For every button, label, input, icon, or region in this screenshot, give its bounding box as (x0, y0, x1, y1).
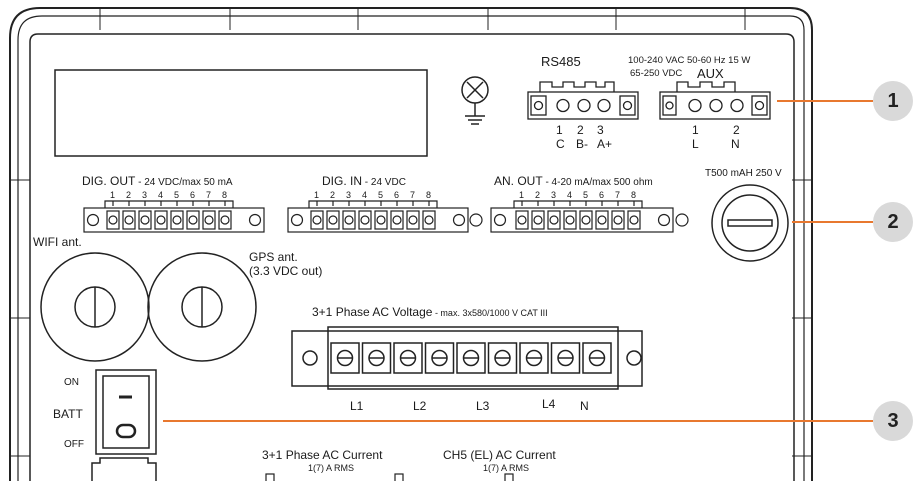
voltage-label-l3: L3 (476, 399, 490, 413)
an-out-pin-2: 2 (535, 190, 541, 200)
callout-1: 1 (873, 81, 913, 121)
dig-out-pin-1: 1 (110, 190, 116, 200)
dig-in-pin-6: 6 (394, 190, 400, 200)
gps-antenna-connector (147, 252, 257, 362)
dig-out-terminal-block (83, 200, 265, 233)
callout-3: 3 (873, 401, 913, 441)
housing-inner (17, 15, 805, 481)
voltage-label-l4: L4 (542, 397, 556, 411)
switch-batt-label: BATT (53, 407, 83, 421)
aux-label: AUX (697, 66, 724, 81)
an-out-pin-5: 5 (583, 190, 589, 200)
current-title: 3+1 Phase AC Current (262, 448, 383, 462)
dig-in-title: DIG. IN - 24 VDC (322, 174, 406, 188)
fuse-label: T500 mAH 250 V (705, 168, 782, 179)
rs485-signal-b: B- (576, 137, 588, 151)
an-out-pin-4: 4 (567, 190, 573, 200)
voltage-title: 3+1 Phase AC Voltage - max. 3x580/1000 V… (312, 305, 548, 319)
housing-outline (9, 7, 813, 481)
rs485-connector (527, 81, 639, 120)
voltage-screw (519, 342, 549, 374)
gps-antenna-label: GPS ant. (249, 250, 298, 264)
bottom-terminal-stubs (265, 473, 514, 481)
front-plate (29, 33, 795, 481)
dig-in-pin-1: 1 (314, 190, 320, 200)
wifi-antenna-label: WIFI ant. (33, 235, 82, 249)
voltage-screw (330, 342, 360, 374)
rs485-pin-2: 2 (577, 123, 584, 137)
power-pin-1: 1 (692, 123, 699, 137)
an-out-pin-1: 1 (519, 190, 525, 200)
switch-on-label: ON (64, 377, 79, 388)
display-window (54, 69, 428, 157)
power-spec-dc: 65-250 VDC (630, 68, 683, 79)
an-out-pin-8: 8 (631, 190, 637, 200)
current-spec: 1(7) A RMS (308, 463, 355, 473)
power-spec-ac: 100-240 VAC 50-60 Hz 15 W (628, 55, 751, 66)
side-segments (10, 179, 812, 457)
dig-in-pin-4: 4 (362, 190, 368, 200)
dig-in-terminal-block (287, 200, 483, 233)
voltage-screw (424, 342, 455, 374)
voltage-terminal-block (291, 326, 643, 390)
switch-off-label: OFF (64, 439, 84, 450)
an-out-pin-6: 6 (599, 190, 605, 200)
dig-in-pin-3: 3 (346, 190, 352, 200)
voltage-label-l2: L2 (413, 399, 427, 413)
power-signal-l: L (692, 137, 699, 151)
dig-out-pin-5: 5 (174, 190, 180, 200)
dig-out-pin-6: 6 (190, 190, 196, 200)
voltage-label-n: N (580, 399, 589, 413)
voltage-screw (550, 342, 581, 374)
dig-in-pin-2: 2 (330, 190, 336, 200)
rs485-pin-3: 3 (597, 123, 604, 137)
voltage-label-l1: L1 (350, 399, 364, 413)
dig-out-pin-8: 8 (222, 190, 228, 200)
gps-antenna-note: (3.3 VDC out) (249, 264, 323, 278)
dig-out-pin-2: 2 (126, 190, 132, 200)
voltage-screw (582, 342, 612, 374)
dig-out-pin-7: 7 (206, 190, 212, 200)
voltage-screw (456, 342, 486, 374)
dig-out-pin-4: 4 (158, 190, 164, 200)
voltage-screw (393, 342, 423, 374)
rs485-pin-1: 1 (556, 123, 563, 137)
an-out-title: AN. OUT - 4-20 mA/max 500 ohm (494, 174, 653, 188)
rs485-signal-c: C (556, 137, 565, 151)
power-pin-2: 2 (733, 123, 740, 137)
an-out-terminal-block (490, 200, 689, 233)
wifi-antenna-connector (40, 252, 150, 362)
dig-out-title: DIG. OUT - 24 VDC/max 50 mA (82, 174, 233, 188)
callout-leaders (163, 100, 873, 422)
ch5-title: CH5 (EL) AC Current (443, 448, 556, 462)
dig-out-pin-3: 3 (142, 190, 148, 200)
power-signal-n: N (731, 137, 740, 151)
battery-switch (95, 369, 157, 455)
rs485-title: RS485 (541, 54, 581, 69)
ch5-spec: 1(7) A RMS (483, 463, 530, 473)
dig-in-pin-8: 8 (426, 190, 432, 200)
top-segments (99, 8, 746, 30)
voltage-screw (361, 342, 392, 374)
an-out-pin-3: 3 (551, 190, 557, 200)
ground-screw (461, 76, 489, 125)
fuse-holder (711, 184, 789, 262)
callout-2: 2 (873, 202, 913, 242)
bottom-connector-stub (91, 457, 157, 481)
voltage-screw (487, 342, 518, 374)
rs485-signal-a: A+ (597, 137, 613, 151)
dig-in-pin-7: 7 (410, 190, 416, 200)
an-out-pin-7: 7 (615, 190, 621, 200)
power-connector (659, 81, 771, 120)
dig-in-pin-5: 5 (378, 190, 384, 200)
